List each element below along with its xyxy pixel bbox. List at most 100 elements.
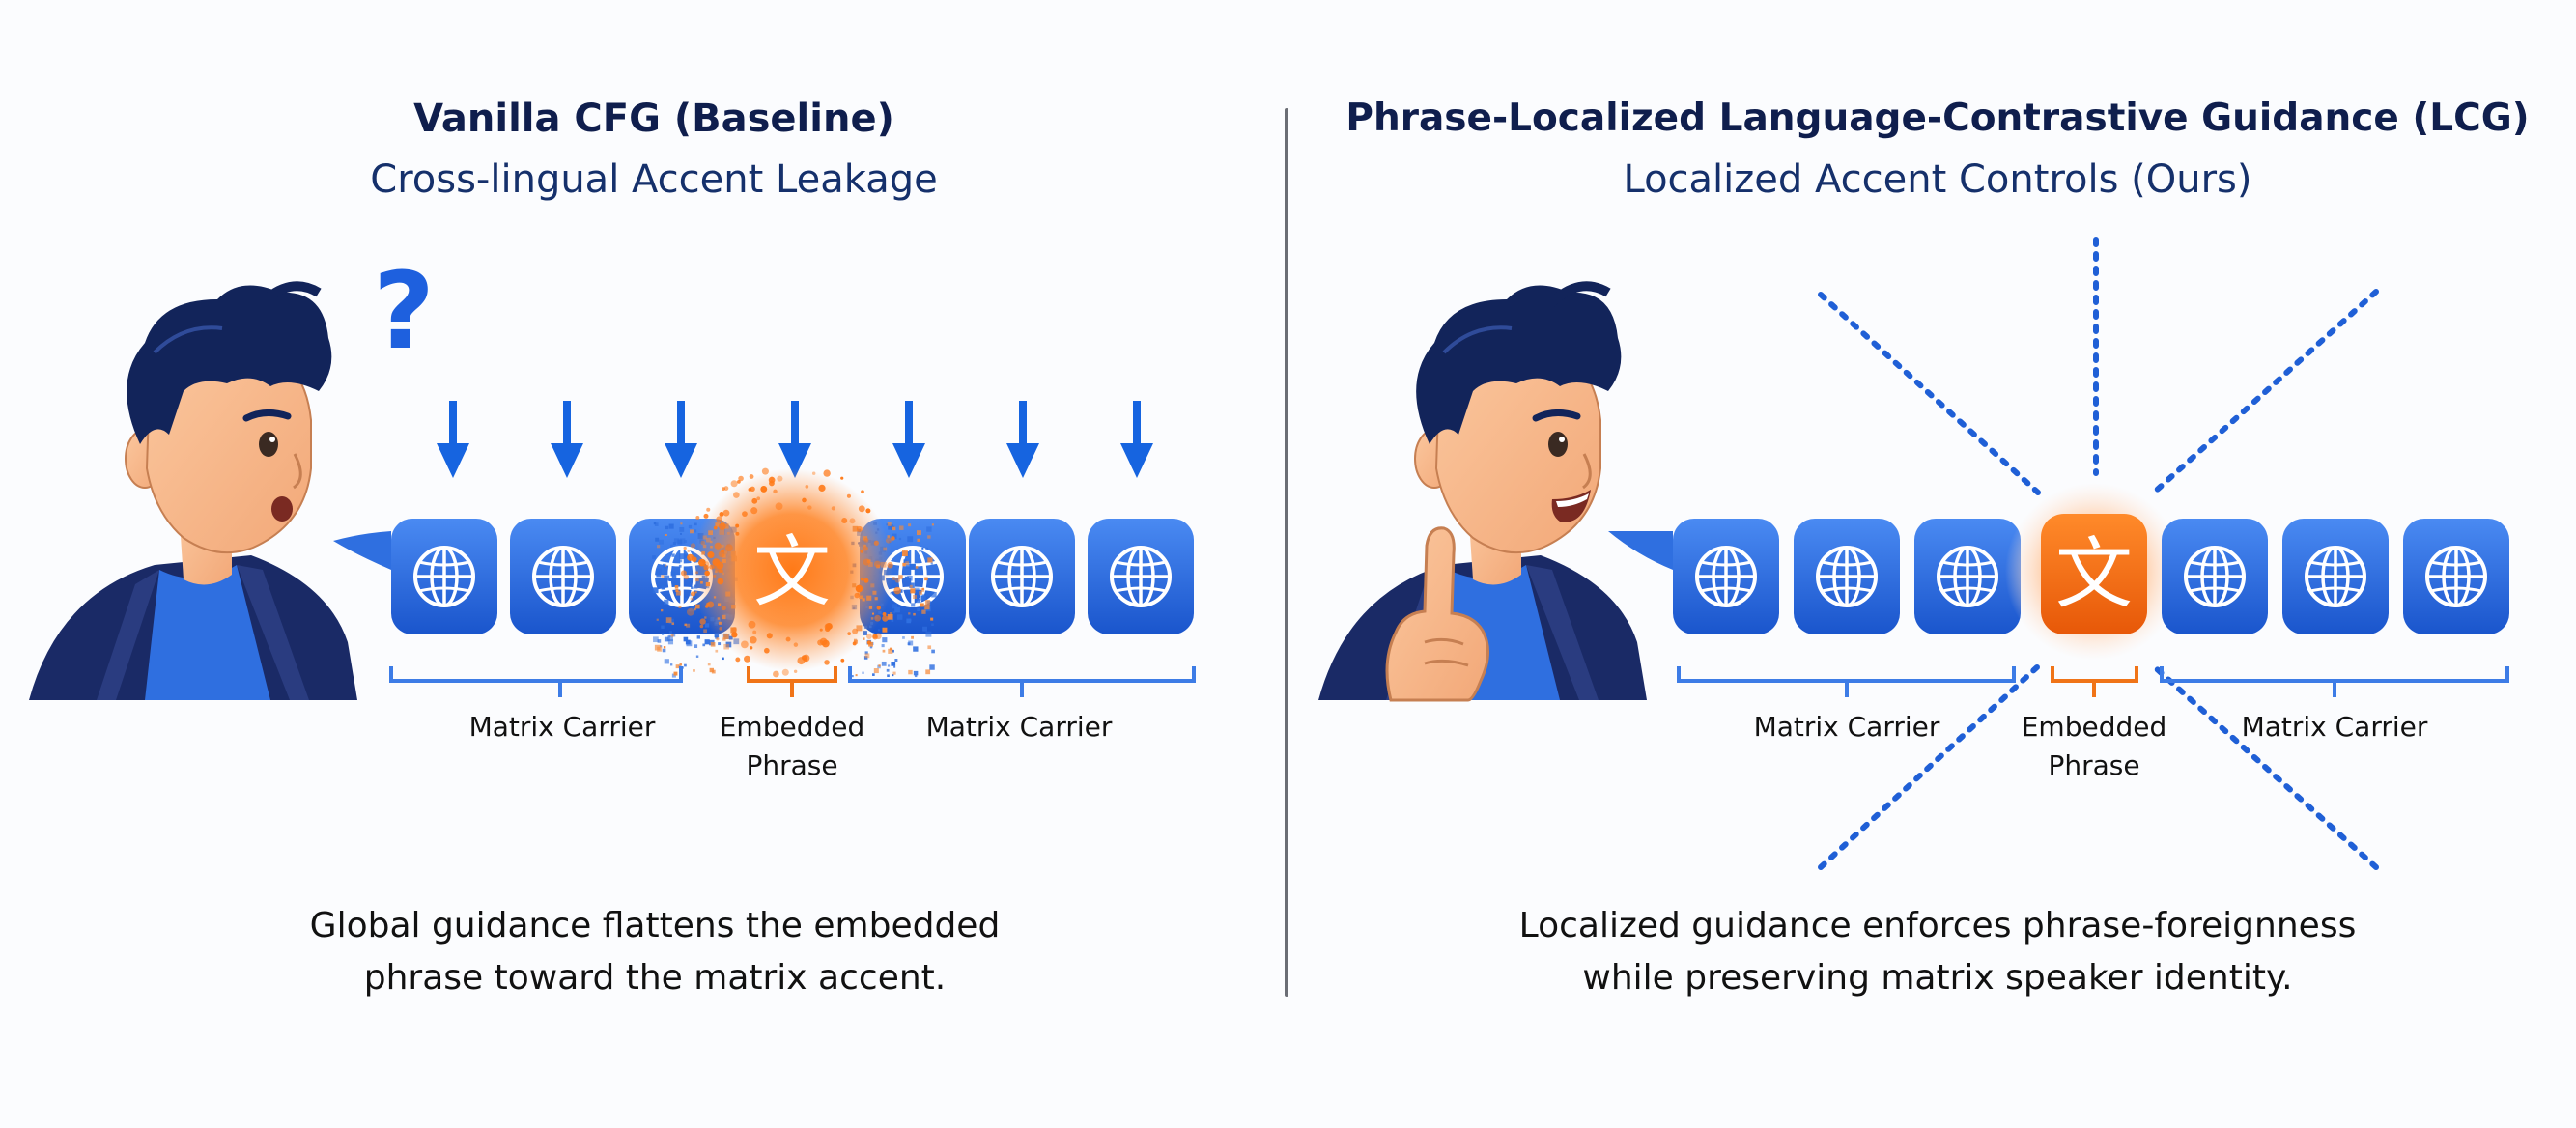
particle — [694, 522, 697, 526]
particle — [919, 591, 923, 595]
particle — [656, 618, 659, 621]
particle — [856, 525, 863, 532]
particle — [714, 542, 722, 550]
particle — [870, 583, 875, 588]
particle — [913, 594, 918, 600]
particle — [807, 505, 812, 510]
particle — [690, 597, 694, 601]
particle — [695, 655, 699, 658]
segment-label-text: Embedded — [719, 711, 865, 743]
particle — [892, 674, 894, 677]
particle — [683, 636, 689, 642]
particle — [722, 657, 724, 661]
particle — [859, 595, 863, 600]
particle — [680, 522, 683, 525]
particle — [920, 603, 924, 607]
segment-label-matrix-right-left: Matrix Carrier — [893, 708, 1145, 747]
particle — [664, 575, 670, 581]
caption-line: Global guidance flattens the embedded — [309, 906, 1001, 945]
down-arrow-icon — [778, 401, 811, 478]
particle — [679, 538, 686, 545]
particle — [706, 537, 711, 543]
particle — [717, 578, 724, 585]
particle — [924, 604, 930, 610]
particle — [888, 524, 893, 530]
particle — [744, 655, 751, 663]
particle — [886, 523, 889, 526]
particle — [876, 606, 881, 610]
particle — [802, 654, 810, 663]
particle — [751, 497, 758, 504]
particle — [931, 523, 934, 526]
particle — [891, 619, 894, 622]
particle — [894, 659, 898, 662]
particle — [688, 524, 693, 529]
particle — [925, 590, 932, 597]
particle — [664, 566, 666, 569]
particle — [914, 674, 918, 678]
particle — [668, 631, 672, 634]
particle — [870, 617, 874, 620]
particle — [872, 673, 875, 676]
particle — [671, 553, 675, 557]
particle — [891, 536, 895, 541]
particle — [673, 538, 679, 544]
particle — [892, 649, 894, 653]
particle — [672, 542, 676, 546]
particle — [717, 617, 721, 620]
particle — [854, 592, 861, 599]
particle — [688, 608, 692, 612]
embedded-token: 文 — [2005, 483, 2183, 661]
particle — [891, 662, 896, 666]
particle — [687, 553, 694, 561]
down-arrow-icon — [437, 401, 469, 478]
particle — [773, 670, 779, 678]
particle — [863, 558, 870, 566]
particle — [892, 526, 896, 531]
particle — [874, 614, 882, 622]
particle — [684, 540, 688, 544]
particle — [667, 639, 674, 645]
particle — [913, 646, 919, 652]
particle — [905, 563, 911, 569]
particle — [704, 570, 710, 577]
particle — [722, 637, 726, 641]
particle — [892, 577, 896, 581]
particle — [722, 572, 724, 576]
particle — [926, 526, 932, 532]
particle — [668, 523, 674, 529]
particle — [853, 638, 858, 642]
particle — [893, 665, 896, 668]
particle — [694, 607, 696, 611]
particle — [696, 635, 700, 639]
particle — [719, 522, 726, 530]
particle — [781, 668, 789, 676]
particle — [703, 629, 707, 634]
particle — [922, 626, 928, 632]
particle — [823, 469, 831, 477]
particle — [750, 507, 758, 515]
segment-label-text: Matrix Carrier — [925, 711, 1113, 743]
globe-icon — [991, 546, 1053, 607]
particle — [878, 664, 881, 667]
particle — [678, 605, 682, 608]
particle — [818, 484, 826, 492]
segment-label-text: Matrix Carrier — [468, 711, 656, 743]
particle — [718, 569, 722, 574]
speech-tail-right — [1608, 531, 1673, 570]
particle — [678, 564, 682, 568]
globe-icon — [2184, 546, 2246, 607]
particle — [748, 620, 756, 629]
particle — [668, 634, 671, 637]
particle — [695, 578, 699, 582]
matrix-token — [391, 519, 497, 634]
particle — [730, 627, 737, 634]
particle — [702, 544, 707, 549]
particle — [858, 505, 865, 513]
particle — [777, 475, 783, 482]
particle — [756, 496, 761, 501]
particle — [864, 651, 868, 655]
particle — [709, 564, 715, 570]
particle — [669, 663, 673, 666]
matrix-token — [2162, 519, 2268, 634]
